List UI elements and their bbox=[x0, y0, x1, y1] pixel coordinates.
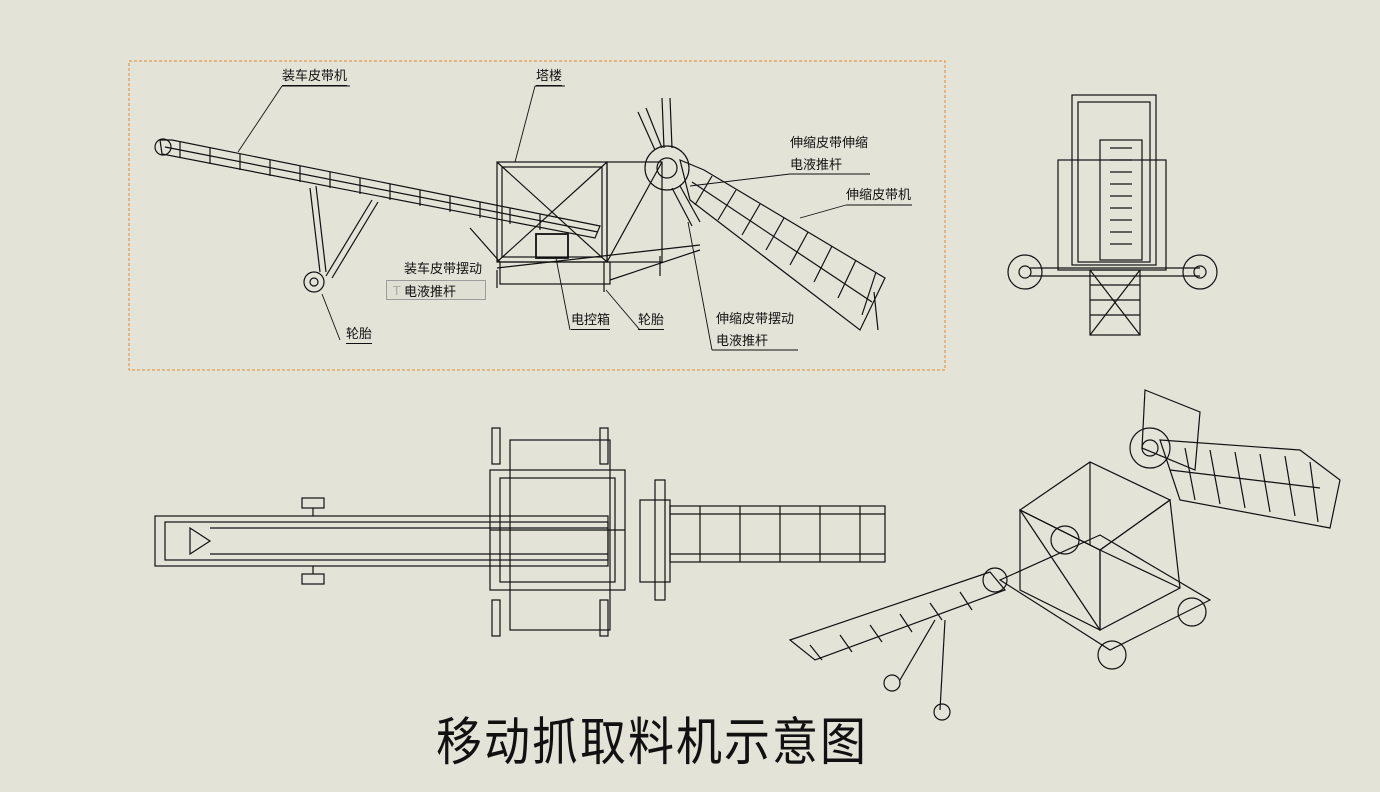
ghost-tag-box: T 1 bbox=[386, 280, 486, 300]
label-loading-belt-swing-line2: 电液推杆 bbox=[404, 285, 457, 300]
plan-view bbox=[154, 427, 886, 637]
side-view-telescopic-belt bbox=[637, 97, 886, 331]
label-control-box: 电控箱 bbox=[571, 313, 611, 330]
label-telescopic-belt-actuator-line2: 电液推杆 bbox=[790, 158, 843, 173]
isometric-view bbox=[788, 389, 1341, 721]
label-telescopic-belt: 伸缩皮带机 bbox=[846, 188, 912, 203]
end-view bbox=[1007, 94, 1218, 336]
drawing-title: 移动抓取料机示意图 bbox=[436, 712, 868, 773]
side-view-tower bbox=[496, 161, 701, 292]
side-view-leaders bbox=[237, 85, 912, 351]
label-tower: 塔楼 bbox=[536, 69, 563, 86]
side-view-frame bbox=[128, 60, 946, 371]
side-view-loading-belt bbox=[154, 138, 601, 293]
label-tire-center: 轮胎 bbox=[638, 313, 665, 330]
label-telescopic-swing-line1: 伸缩皮带摆动 bbox=[716, 312, 795, 327]
label-loading-belt: 装车皮带机 bbox=[282, 69, 348, 86]
label-telescopic-swing-line2: 电液推杆 bbox=[716, 334, 769, 349]
label-loading-belt-swing-line1: 装车皮带摆动 bbox=[404, 262, 483, 277]
label-telescopic-belt-actuator-line1: 伸缩皮带伸缩 bbox=[790, 136, 869, 151]
label-tire-left: 轮胎 bbox=[346, 327, 373, 344]
